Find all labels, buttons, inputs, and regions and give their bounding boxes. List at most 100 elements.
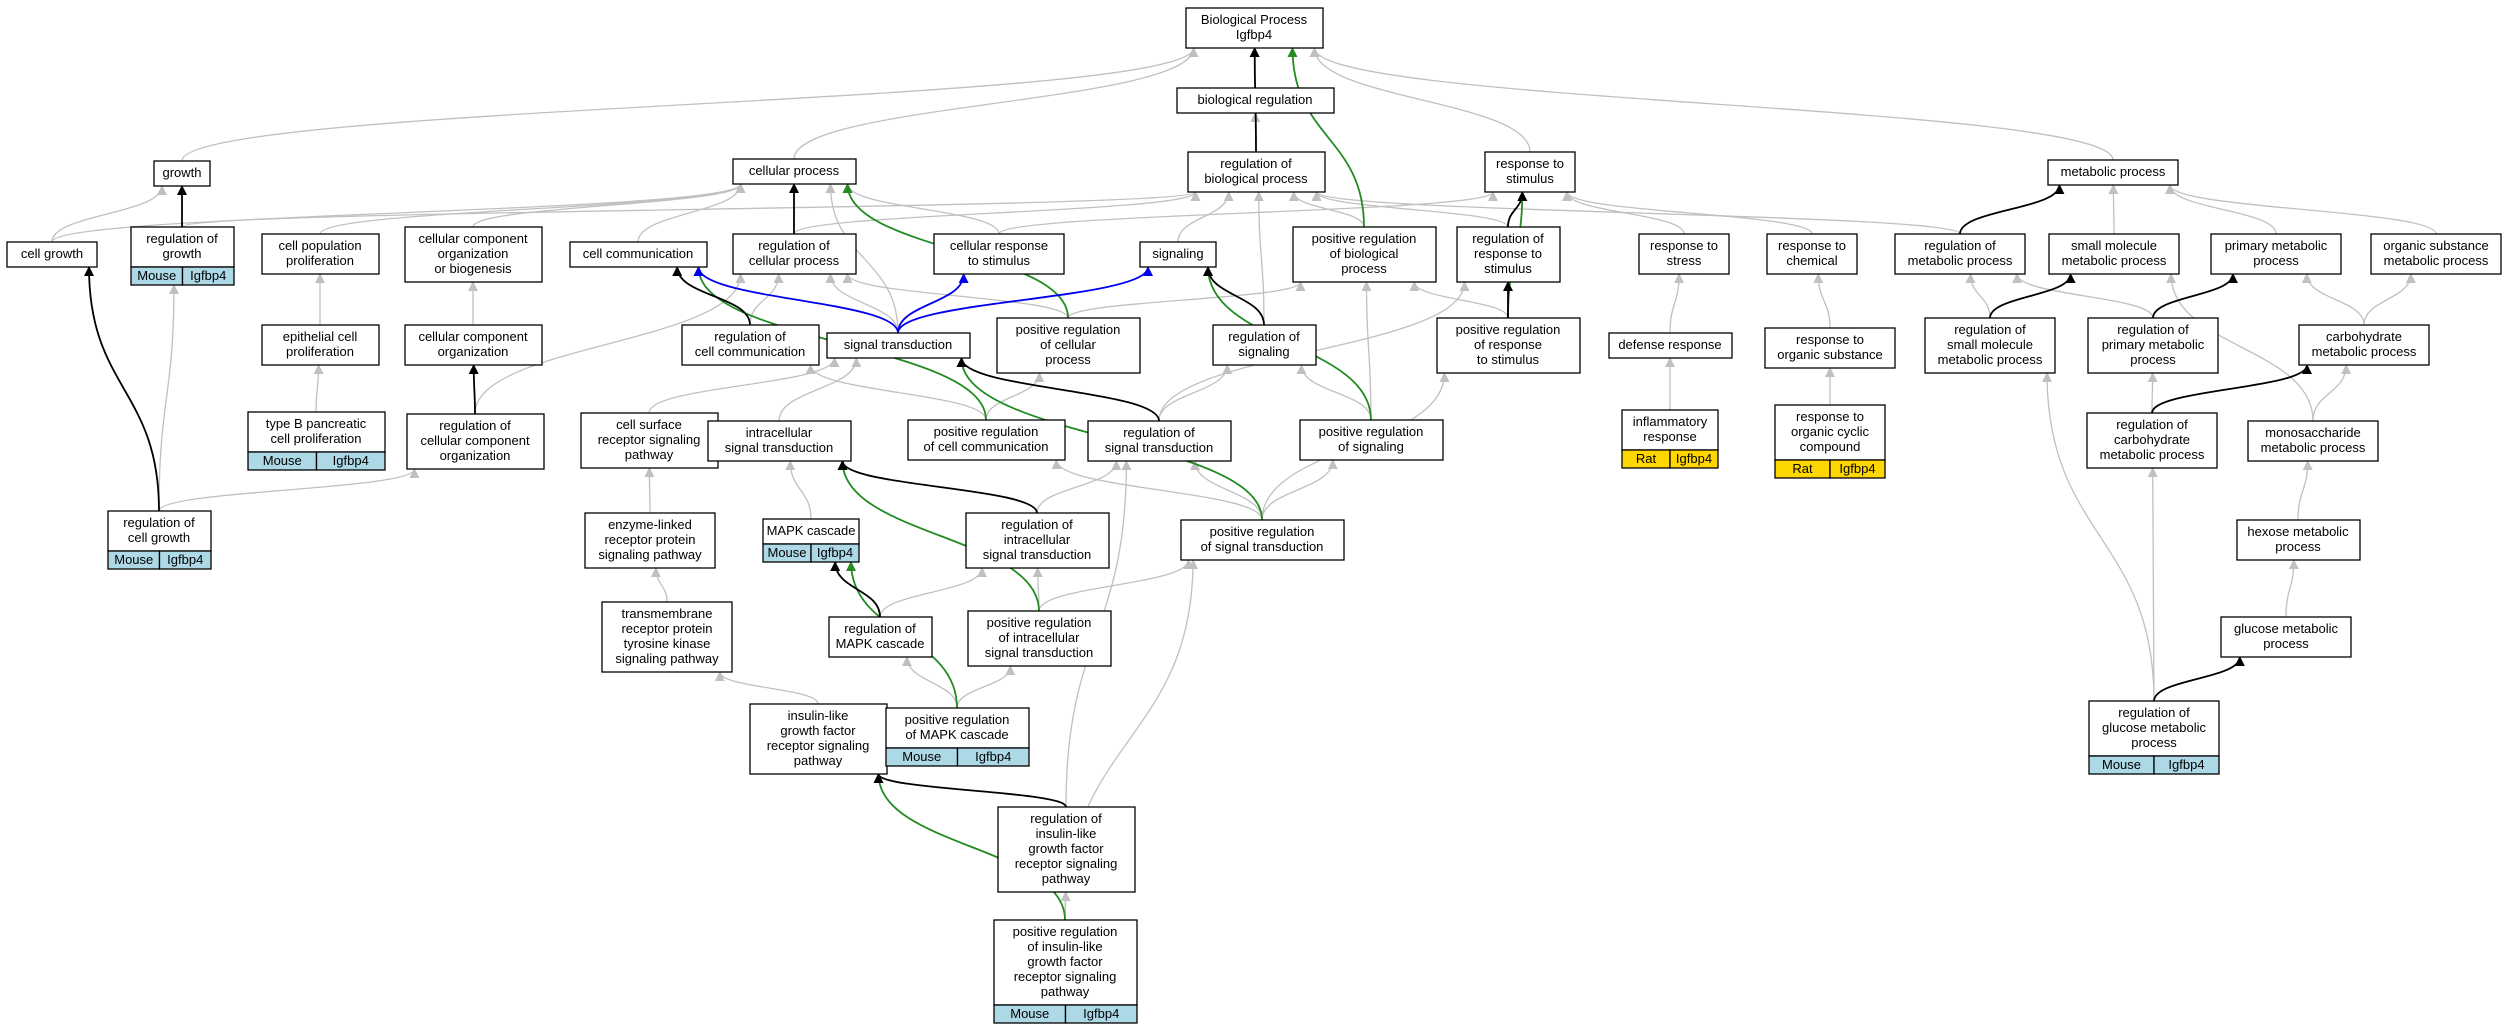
gene-tag-label: Igfbp4: [167, 552, 203, 567]
go-node-signaling[interactable]: signaling: [1139, 241, 1217, 268]
node-box: [967, 610, 1112, 667]
node-label: carbohydrate: [2326, 329, 2402, 344]
edge-sigtrans-to-signaling: [897, 266, 1153, 334]
node-label: to stimulus: [1477, 352, 1540, 367]
node-label: small molecule: [2071, 238, 2157, 253]
node-label: regulation of: [146, 231, 218, 246]
go-node-biolreg[interactable]: biological regulation: [1176, 87, 1335, 114]
edge-sigtrans-to-cellresp: [897, 273, 969, 334]
node-box: [2247, 420, 2379, 462]
node-box: [933, 233, 1065, 275]
edge-respchem-to-respstim: [1562, 191, 1813, 235]
go-node-cellgrowth[interactable]: cell growth: [6, 241, 98, 268]
node-label: metabolic process: [2061, 164, 2166, 179]
gene-tag-label: Igfbp4: [975, 749, 1011, 764]
edge-regsmallmol-to-smallmol: [1989, 273, 2076, 319]
go-node-metab[interactable]: metabolic process: [2047, 159, 2179, 186]
node-label: growth: [162, 246, 201, 261]
edge-respstim-to-bp: [1309, 47, 1531, 153]
node-label: positive regulation: [1456, 322, 1561, 337]
go-node-cellproc[interactable]: cellular process: [732, 158, 857, 185]
node-label: response: [1643, 429, 1696, 444]
node-box: [732, 158, 857, 185]
gene-tag: [1669, 449, 1719, 469]
edge-cellresp-to-cellproc: [842, 183, 1000, 235]
node-label: pathway: [794, 753, 843, 768]
node-box: [261, 324, 380, 366]
node-label: stress: [1667, 253, 1702, 268]
node-label: intracellular: [1004, 532, 1071, 547]
go-node-cellcomm[interactable]: cell communication: [569, 241, 708, 268]
species-tag-label: Rat: [1636, 451, 1657, 466]
node-label: or biogenesis: [434, 261, 512, 276]
edge-glucose-to-hexose: [2285, 559, 2299, 618]
node-box: [584, 512, 716, 569]
go-node-sigtrans[interactable]: signal transduction: [826, 332, 971, 359]
node-label: Biological Process: [1201, 12, 1308, 27]
edge-monosacc-to-smallmol: [2166, 273, 2314, 422]
node-label: receptor signaling: [598, 432, 701, 447]
node-box: [2210, 233, 2342, 275]
edge-regcellproc-to-regbio: [793, 191, 1201, 235]
node-label: organization: [438, 344, 509, 359]
go-node-defresp[interactable]: defense response: [1608, 332, 1733, 359]
node-label: metabolic process: [1908, 253, 2013, 268]
species-tag-label: Mouse: [114, 552, 153, 567]
node-label: of MAPK cascade: [905, 727, 1008, 742]
node-label: stimulus: [1484, 261, 1532, 276]
go-node-growth[interactable]: growth: [153, 160, 211, 187]
